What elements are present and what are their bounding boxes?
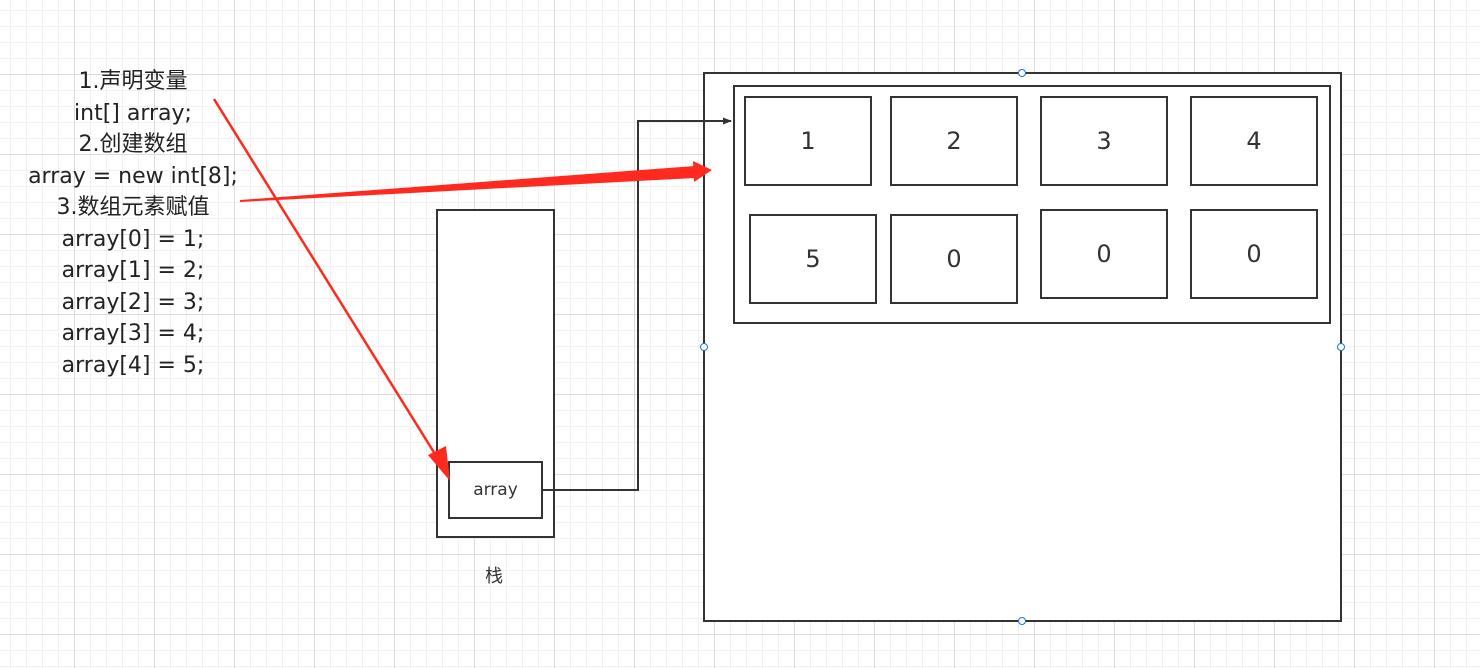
array-cell-5: 0: [890, 214, 1018, 304]
stack-label: 栈: [485, 566, 503, 587]
resize-handle-bottom[interactable]: [1018, 617, 1026, 625]
array-cell-1: 2: [890, 96, 1018, 186]
resize-handle-left[interactable]: [700, 343, 708, 351]
resize-handle-top[interactable]: [1018, 69, 1026, 77]
assign-statement-3: array[3] = 4;: [61, 321, 205, 346]
code-annotation: 1.声明变量 int[] array; 2.创建数组 array = new i…: [8, 66, 258, 381]
assign-statement-0: array[0] = 1;: [61, 226, 205, 252]
array-cell-4: 5: [749, 214, 877, 304]
array-cell-7: 0: [1190, 209, 1318, 299]
assign-statement-4: array[4] = 5;: [61, 352, 205, 378]
create-arrow-shaft: [240, 166, 695, 202]
step1-label: 1.声明变量: [78, 69, 188, 94]
array-cell-3: 4: [1190, 96, 1318, 186]
array-cell-6: 0: [1040, 209, 1168, 299]
stack-variable-array[interactable]: array: [448, 461, 543, 519]
create-statement: array = new int[8];: [28, 163, 238, 189]
array-cell-2: 3: [1040, 96, 1168, 186]
resize-handle-right[interactable]: [1337, 343, 1345, 351]
step2-label: 2.创建数组: [78, 132, 188, 157]
assign-statement-1: array[1] = 2;: [61, 258, 205, 283]
assign-statement-2: array[2] = 3;: [61, 289, 205, 315]
step3-label: 3.数组元素赋值: [56, 195, 210, 220]
declare-statement: int[] array;: [74, 100, 192, 126]
array-cell-0: 1: [744, 96, 872, 186]
